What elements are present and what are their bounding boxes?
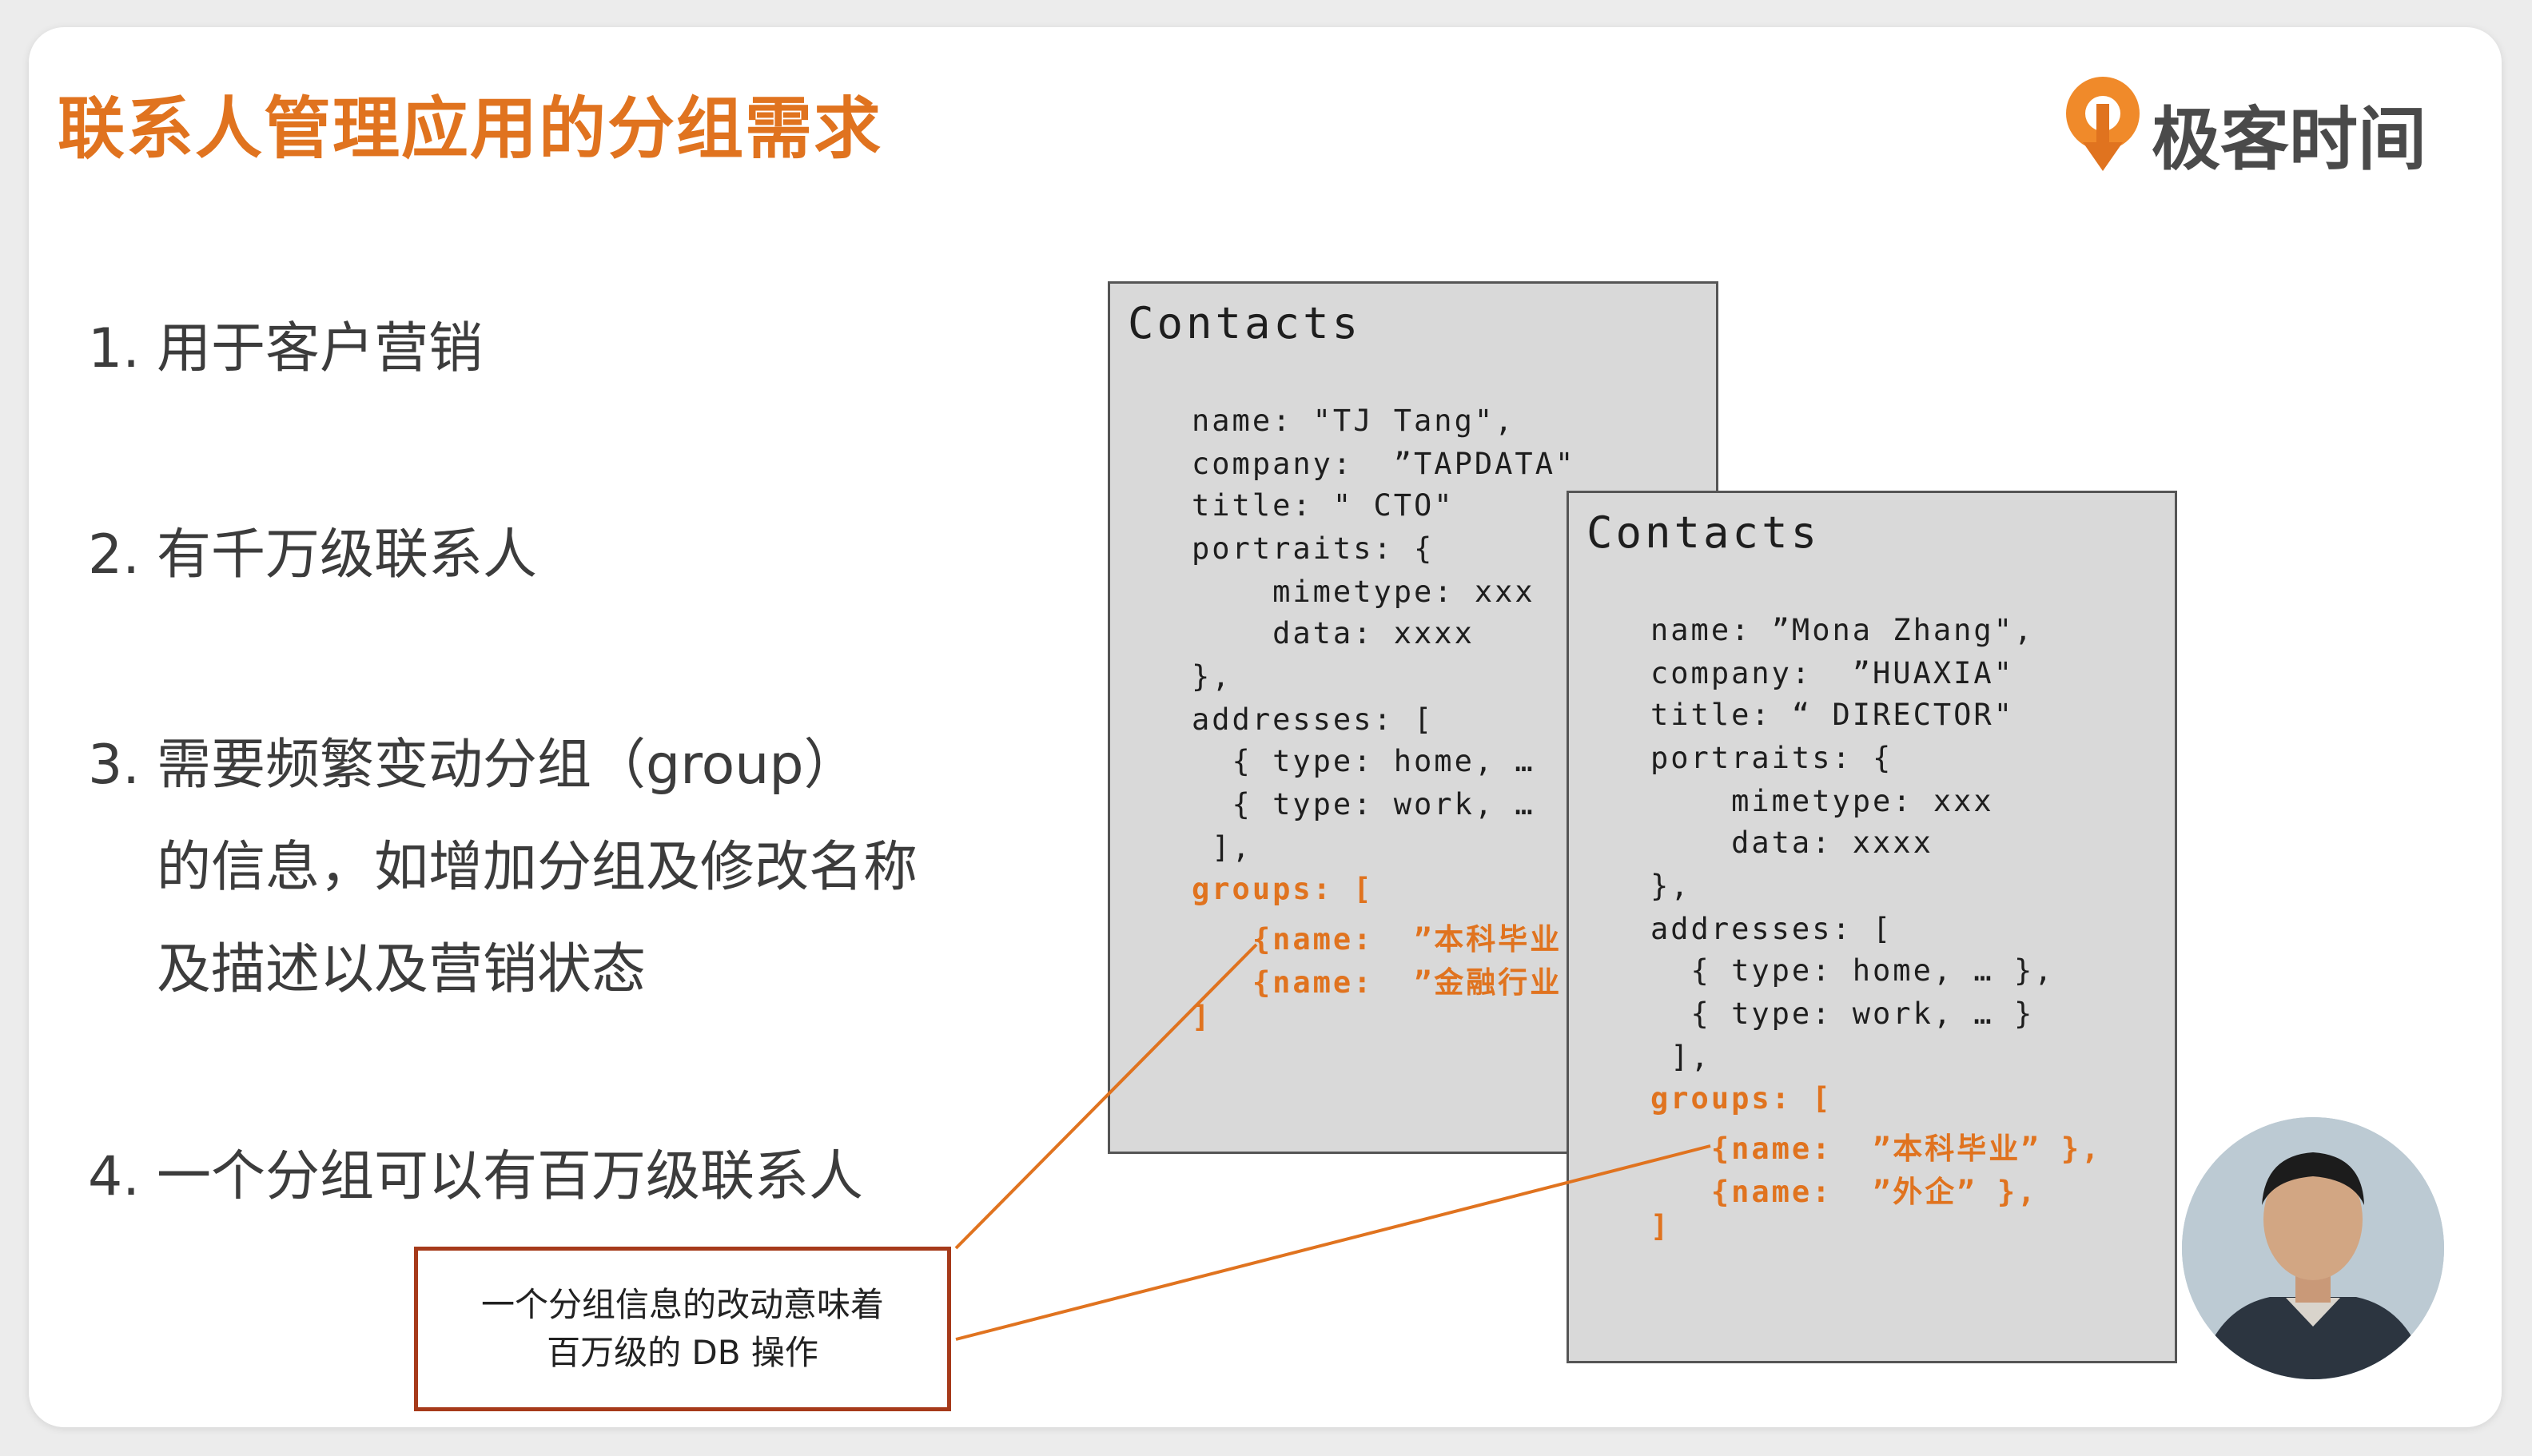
code-line: }, (1650, 869, 1691, 903)
connector-line-2 (955, 1144, 1711, 1341)
code-line: name: ”Mona Zhang", (1650, 613, 2035, 647)
code-line-groups: groups: [ (1650, 1081, 1833, 1116)
code-line: portraits: { (1192, 531, 1435, 566)
code-line-group-item: {name: ”外企” }, (1650, 1175, 2038, 1209)
callout-box: 一个分组信息的改动意味着 百万级的 DB 操作 (414, 1247, 951, 1411)
code-line-group-item: {name: ”本科毕业” }, (1650, 1132, 2102, 1166)
code-line: title: “ DIRECTOR" (1650, 698, 2014, 732)
code-line: { type: home, … }, (1650, 953, 2055, 988)
code-line-group-item: {name: ”本科毕业 (1192, 922, 1563, 957)
callout-line-1: 一个分组信息的改动意味着 (480, 1285, 884, 1324)
card-title: Contacts (1128, 298, 1362, 348)
requirement-item: 2.有千万级联系人 (88, 523, 538, 587)
connector-line-1 (954, 943, 1258, 1250)
slide: 联系人管理应用的分组需求 极客时间 1.用于客户营销 2.有千万级联系人 3.需… (29, 27, 2502, 1427)
code-line: ], (1192, 830, 1252, 865)
code-line: portraits: { (1650, 741, 1893, 775)
requirement-item: 1.用于客户营销 (88, 317, 484, 380)
requirement-item: 3.需要频繁变动分组（group） 的信息，如增加分组及修改名称 及描述以及营销… (88, 734, 918, 1001)
code-line-groups: groups: [ (1192, 872, 1374, 906)
geektime-logo-icon (2066, 77, 2140, 171)
code-line: ] (1192, 1000, 1212, 1034)
code-line: data: xxxx (1650, 825, 1933, 860)
code-line: addresses: [ (1192, 702, 1435, 737)
code-line: title: " CTO" (1192, 488, 1455, 523)
code-line: data: xxxx (1192, 616, 1475, 650)
contact-document-card-2: Contacts name: ”Mona Zhang", company: ”H… (1567, 491, 2177, 1363)
code-line: { type: home, … (1192, 744, 1535, 778)
code-line: ] (1650, 1209, 1671, 1243)
code-line: }, (1192, 659, 1232, 694)
code-line: addresses: [ (1650, 912, 1893, 946)
requirement-item: 4.一个分组可以有百万级联系人 (88, 1145, 864, 1208)
presenter-avatar-icon (2182, 1117, 2444, 1379)
code-line: company: ”HUAXIA" (1650, 656, 2014, 690)
code-line-group-item: {name: ”金融行业 (1192, 965, 1563, 1000)
callout-line-2: 百万级的 DB 操作 (547, 1333, 818, 1372)
brand-name: 极客时间 (2152, 100, 2426, 180)
card-title: Contacts (1586, 507, 1821, 558)
code-line: mimetype: xxx (1192, 575, 1535, 609)
code-line: name: "TJ Tang", (1192, 404, 1515, 438)
presenter-video (2182, 1117, 2444, 1379)
connector-lines (954, 943, 1711, 1341)
code-line: mimetype: xxx (1650, 784, 1994, 818)
code-line: { type: work, … } (1650, 997, 2035, 1031)
code-line: company: ”TAPDATA" (1192, 447, 1576, 481)
code-line: ], (1650, 1040, 1711, 1074)
slide-title: 联系人管理应用的分组需求 (58, 90, 883, 168)
code-line: { type: work, … (1192, 787, 1535, 821)
